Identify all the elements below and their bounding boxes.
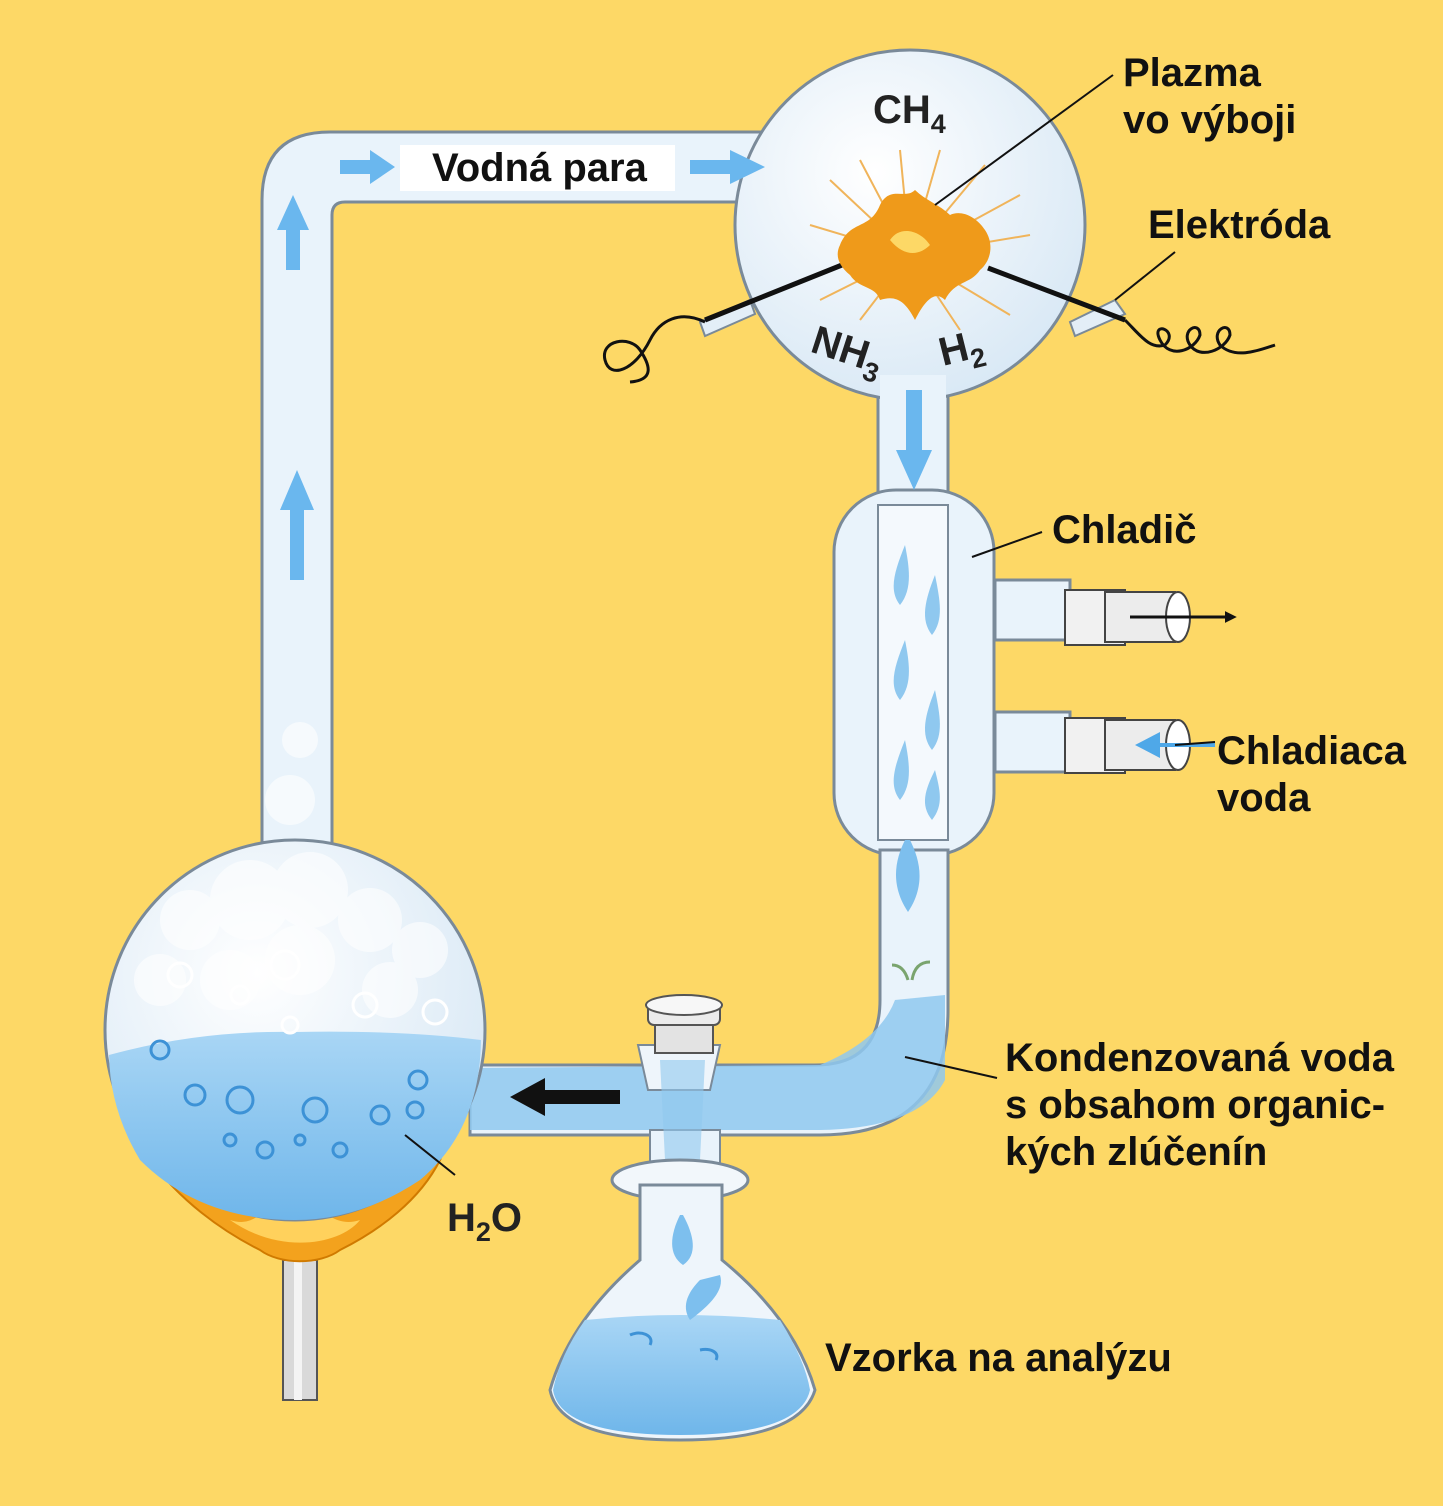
condensed-label-line: s obsahom organic- — [1005, 1083, 1386, 1128]
formula-ch4: CH4 — [873, 90, 946, 138]
plasma-label: Plazma vo výboji — [1123, 50, 1296, 144]
riser-tube — [260, 130, 802, 862]
plasma-spark — [809, 149, 1031, 331]
formula-base: CH — [873, 88, 931, 132]
condensed-label-line: kých zlúčenín — [1005, 1130, 1268, 1175]
condensation-droplets — [893, 545, 940, 820]
electrodes — [603, 262, 1276, 384]
boiling-flask — [103, 722, 487, 1222]
leader-lines — [404, 74, 1216, 1176]
stopcock — [636, 994, 723, 1166]
sample-label: Vzorka na analýzu — [825, 1336, 1172, 1380]
coolant-label: Chladiaca voda — [1217, 728, 1406, 822]
arrow-down-icon — [896, 390, 932, 490]
arrow-left-icon — [510, 1078, 620, 1116]
arrow-right-icon — [690, 150, 765, 184]
condensed-label-line: Kondenzovaná voda — [1005, 1036, 1394, 1080]
electrode-label: Elektróda — [1148, 203, 1331, 247]
condenser — [832, 488, 1237, 857]
condensed-label: Kondenzovaná voda s obsahom organic- kýc… — [1005, 1035, 1394, 1177]
condenser-label: Chladič — [1052, 508, 1197, 552]
arrow-up-icon — [277, 195, 309, 270]
formula-base: H — [447, 1196, 476, 1240]
vapor-label-box — [400, 145, 675, 191]
sample-flask — [548, 1158, 817, 1442]
formula-subscript: 4 — [930, 109, 946, 139]
coolant-inlet — [1064, 717, 1215, 774]
bunsen-burner — [282, 1259, 318, 1401]
steam-clouds — [134, 722, 448, 1018]
coolant-label-line: Chladiaca — [1217, 729, 1406, 773]
formula-tail: O — [490, 1196, 523, 1240]
formula-subscript: 2 — [475, 1217, 491, 1247]
vapor-label: Vodná para — [432, 146, 647, 190]
arrow-right-icon — [340, 150, 395, 184]
formula-h2o: H2O — [447, 1198, 522, 1246]
coolant-outlet — [1064, 589, 1237, 646]
bubbles — [149, 1039, 429, 1160]
coolant-label-line: voda — [1217, 776, 1311, 821]
plasma-label-line: vo výboji — [1123, 98, 1297, 143]
flow-arrows — [277, 150, 932, 580]
plasma-label-line: Plazma — [1123, 51, 1261, 95]
arrow-up-icon — [280, 470, 314, 580]
